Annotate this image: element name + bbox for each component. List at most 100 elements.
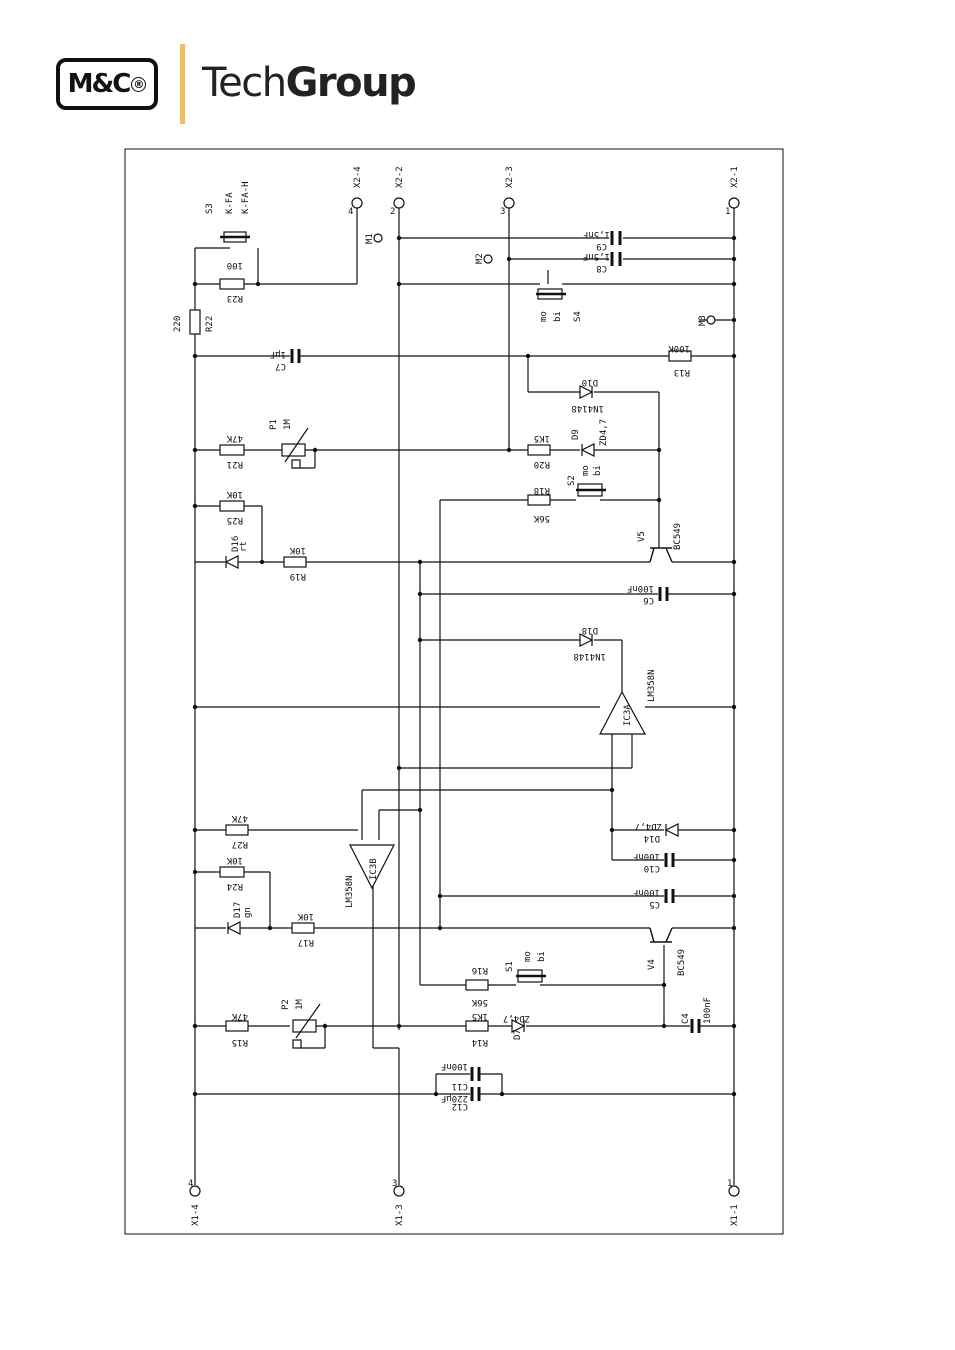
- value-r19: 10K: [289, 545, 306, 555]
- label-d14: D14: [644, 833, 660, 843]
- terminal-x1-3: [393, 1185, 405, 1197]
- switches: [220, 231, 606, 983]
- value-r20: 1K5: [534, 433, 550, 443]
- resistor-r16: [465, 979, 489, 991]
- value-r15: 47K: [231, 1011, 248, 1021]
- label-r23: R23: [227, 293, 243, 303]
- opamp-ic3b: [349, 844, 395, 890]
- label-r22: R22: [205, 316, 215, 332]
- label-r18: R18: [534, 485, 550, 495]
- potentiometer-p1-arrow: [284, 427, 309, 463]
- label-d17: D17: [233, 902, 243, 918]
- label-s1: S1: [505, 961, 515, 972]
- pin-x2-3: 3: [500, 207, 505, 217]
- terminal-x2-1: [728, 197, 740, 209]
- label-v4: V4: [647, 959, 657, 970]
- label-d10: D10: [582, 377, 598, 387]
- measure-point-m1: [373, 233, 383, 243]
- techgroup-brand: TechGroup: [202, 60, 417, 106]
- diode-d7: [511, 1019, 526, 1033]
- value-r24: 10K: [226, 855, 243, 865]
- pin-x2-2: 2: [390, 207, 395, 217]
- label-c6: C6: [643, 595, 654, 605]
- terminal-x2-2: [393, 197, 405, 209]
- resistor-r18: [527, 494, 551, 506]
- value-c5: 100nF: [633, 887, 660, 897]
- label-r15: R15: [232, 1037, 248, 1047]
- label-s1-bi: bi: [537, 951, 547, 962]
- resistor-r24: [219, 866, 245, 878]
- resistor-r19: [283, 556, 307, 568]
- labels: X2-4 4 X2-2 2 X2-3 3 X2-1 1 X1-4 4 X1-3 …: [173, 166, 740, 1226]
- junctions: [192, 235, 737, 1097]
- label-c12: C12: [452, 1101, 468, 1111]
- label-x2-1: X2-1: [730, 166, 740, 188]
- label-s2-mo: mo: [581, 465, 591, 476]
- diode-d9: [580, 443, 595, 457]
- label-s4: S4: [573, 311, 583, 322]
- value-c9: 1,5nF: [583, 229, 610, 239]
- potentiometer-p2-arrow: [295, 1003, 321, 1039]
- label-r17: R17: [298, 937, 314, 947]
- potentiometer-p1-wiper: [291, 459, 301, 469]
- label-r14: R14: [472, 1037, 488, 1047]
- value-c7: 1µF: [270, 349, 286, 359]
- label-c7: C7: [275, 361, 286, 371]
- schematic-frame: [124, 148, 784, 1235]
- label-s1-mo: mo: [523, 951, 533, 962]
- value-ic3a: LM358N: [647, 669, 657, 702]
- label-s4-mo: mo: [539, 311, 549, 322]
- value-d9: ZD4,7: [599, 419, 609, 446]
- mc-logo: M&C ®: [56, 58, 158, 110]
- resistor-r17: [291, 922, 315, 934]
- resistor-r14: [465, 1020, 489, 1032]
- value-c12: 220µF: [441, 1093, 468, 1103]
- pin-x1-3: 3: [392, 1179, 397, 1189]
- label-m2: M2: [475, 253, 485, 264]
- value-d18: 1N4148: [573, 651, 606, 661]
- label-s2: S2: [567, 475, 577, 486]
- value-v4: BC549: [677, 949, 687, 976]
- value-r16: 56K: [471, 997, 488, 1007]
- value-d16: rt: [239, 541, 249, 552]
- label-m3: M3: [698, 315, 708, 326]
- label-r16: R16: [472, 965, 488, 975]
- label-ic3a: IC3A: [623, 704, 633, 726]
- potentiometer-p2-wiper: [292, 1039, 302, 1049]
- transistor-v5-collector: [649, 547, 655, 563]
- label-s2-bi: bi: [593, 465, 603, 476]
- label-x2-3: X2-3: [505, 166, 515, 188]
- value-r25: 10K: [226, 489, 243, 499]
- logo-registered-mark: ®: [131, 76, 147, 92]
- value-c6: 100nF: [627, 583, 654, 593]
- opamp-ic3a: [599, 690, 647, 735]
- value-c4: 100nF: [703, 997, 713, 1024]
- label-r24: R24: [227, 881, 243, 891]
- label-c8: C8: [596, 263, 607, 273]
- label-ic3b: IC3B: [369, 858, 379, 880]
- pin-x1-1: 1: [727, 1179, 732, 1189]
- value-r18: 56K: [533, 513, 550, 523]
- label-d18: D18: [582, 625, 598, 635]
- logo-text: M&C: [67, 69, 132, 99]
- terminal-x1-4: [189, 1185, 201, 1197]
- label-r27: R27: [232, 839, 248, 849]
- label-s4-bi: bi: [553, 311, 563, 322]
- label-r13: R13: [674, 367, 690, 377]
- label-x1-1: X1-1: [730, 1204, 740, 1226]
- value-r27: 47K: [231, 813, 248, 823]
- value-p2: 1M: [295, 999, 305, 1010]
- label-s3-a: K-FA: [225, 192, 235, 214]
- value-p1: 1M: [283, 419, 293, 430]
- brand-divider: [180, 44, 185, 124]
- wires: [194, 208, 735, 1185]
- resistor-r27: [225, 824, 249, 836]
- terminal-circles: [189, 197, 740, 1197]
- transistor-v4-emitter: [665, 927, 673, 943]
- measurement-points: [373, 233, 716, 325]
- value-c11: 100nF: [441, 1061, 468, 1071]
- label-d9: D9: [571, 429, 581, 440]
- value-d14: ZD4,7: [635, 821, 662, 831]
- diode-d10: [579, 385, 594, 399]
- value-c10: 100nF: [633, 851, 660, 861]
